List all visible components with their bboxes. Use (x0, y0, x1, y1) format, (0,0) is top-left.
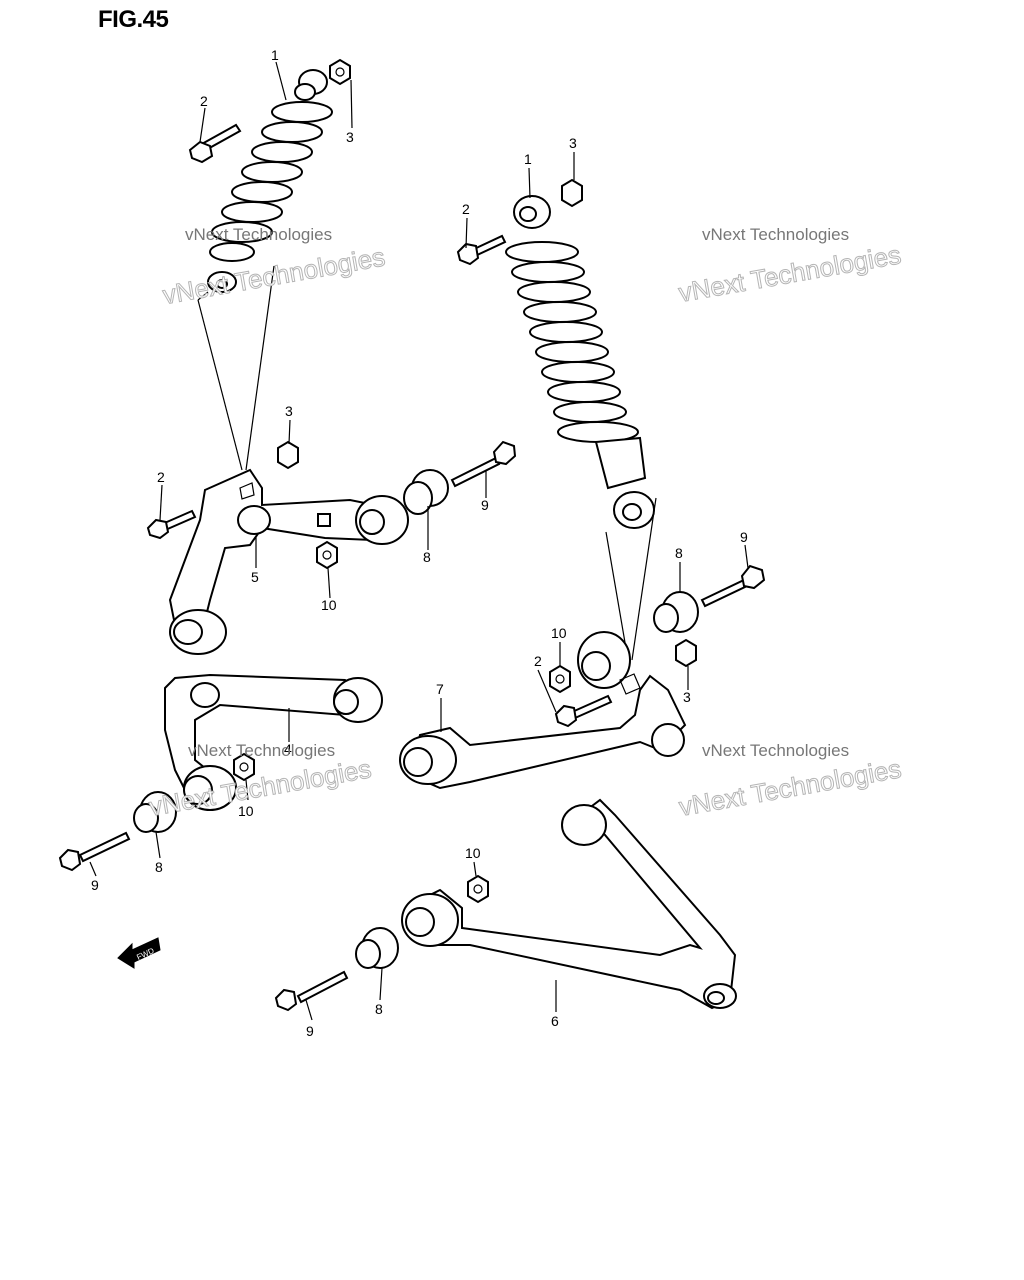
callout-7: 7 (436, 681, 444, 697)
figure-title: FIG.45 (98, 6, 169, 33)
nut-3-left-arm (277, 440, 299, 470)
callout-9: 9 (91, 877, 99, 893)
watermark: vNext Technologies vNext Technologies (676, 741, 904, 822)
bolt-9-right-lower (274, 970, 349, 1012)
callout-8: 8 (675, 545, 683, 561)
bolt-2-upper-right-shock (456, 234, 507, 266)
callout-1: 1 (271, 47, 279, 63)
callout-3: 3 (569, 135, 577, 151)
bolt-2-left-arm (146, 509, 197, 540)
callout-2: 2 (534, 653, 542, 669)
right-shock-guide-lines (605, 497, 657, 661)
watermark-small-text: vNext Technologies (702, 225, 849, 244)
callout-10: 10 (551, 625, 567, 641)
watermark-small-text: vNext Technologies (188, 741, 335, 760)
nut-10-right-lower (467, 874, 489, 904)
right-upper-arm-7 (399, 631, 687, 790)
nut-3-upper-left-shock (329, 58, 351, 86)
bolt-9-left-arm (450, 440, 517, 488)
bolt-9-right-arm (700, 564, 766, 608)
callout-2: 2 (157, 469, 165, 485)
watermark-small-text: vNext Technologies (702, 741, 849, 760)
callout-5: 5 (251, 569, 259, 585)
watermark-large-text: vNext Technologies (160, 242, 387, 311)
right-shock-absorber (505, 195, 655, 529)
nut-3-right-arm (675, 638, 697, 668)
bolt-9-left-lower (58, 831, 131, 872)
watermark: vNext Technologies vNext Technologies (160, 225, 388, 311)
callout-10: 10 (465, 845, 481, 861)
leader-lines (89, 61, 749, 1021)
watermark-small-text: vNext Technologies (185, 225, 332, 244)
watermark: vNext Technologies vNext Technologies (676, 225, 904, 308)
callout-10: 10 (238, 803, 254, 819)
bolt-2-right-arm (554, 694, 613, 728)
right-lower-arm-6 (401, 798, 737, 1010)
callout-4: 4 (284, 741, 292, 757)
bushing-8-left-lower (133, 791, 177, 833)
callout-numbers: 1 2 3 1 2 3 3 2 9 8 5 10 9 8 10 2 3 7 4 … (91, 47, 748, 1039)
bolt-2-upper-left-shock (188, 123, 242, 164)
callout-9: 9 (740, 529, 748, 545)
callout-6: 6 (551, 1013, 559, 1029)
left-lower-arm-4 (164, 673, 383, 811)
left-shock-guide-lines (197, 265, 275, 471)
callout-8: 8 (375, 1001, 383, 1017)
nut-10-right-arm (549, 664, 571, 694)
bushing-8-right-lower (355, 927, 399, 969)
bushing-8-left-arm (403, 469, 449, 515)
fwd-arrow-icon: FWD (117, 937, 161, 969)
callout-10: 10 (321, 597, 337, 613)
callout-9: 9 (481, 497, 489, 513)
nut-10-left-arm (316, 540, 338, 570)
watermark-large-text: vNext Technologies (677, 753, 904, 822)
callout-3: 3 (346, 129, 354, 145)
nut-10-left-lower (233, 752, 255, 782)
callout-1: 1 (524, 151, 532, 167)
callout-8: 8 (155, 859, 163, 875)
callout-3: 3 (683, 689, 691, 705)
left-shock-absorber (207, 69, 333, 293)
watermark-large-text: vNext Technologies (676, 239, 903, 308)
nut-3-upper-right-shock (561, 178, 583, 208)
left-upper-arm-5 (168, 468, 409, 655)
callout-2: 2 (200, 93, 208, 109)
callout-3: 3 (285, 403, 293, 419)
callout-9: 9 (306, 1023, 314, 1039)
bushing-8-right-arm (653, 591, 699, 633)
callout-8: 8 (423, 549, 431, 565)
callout-2: 2 (462, 201, 470, 217)
